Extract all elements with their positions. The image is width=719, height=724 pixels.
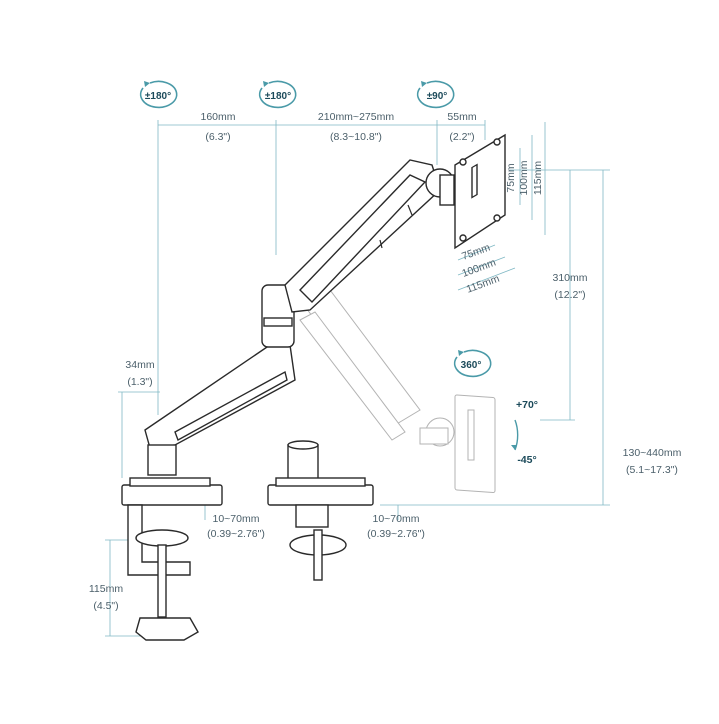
right-dimension-lines [380,169,610,506]
clamp-thickness-dim: 10~70mm [213,513,260,525]
vesa-vertical-115: 115mm [532,161,544,195]
vesa-vertical-75: 75mm [505,163,517,192]
tilt-up-label: +70° [516,399,538,411]
thickness-dimension-lines [204,505,399,520]
grommet-thickness-dim: 10~70mm [373,513,420,525]
head-swivel-badge: ±90° [416,80,455,109]
desk-clamp [121,444,223,641]
base-swivel-badge: ±180° [139,80,178,109]
total-height-dim: 130~440mm [623,447,682,459]
vertical-travel-dim-in: (12.2") [554,289,585,301]
vesa-rotation-label: 360° [461,360,482,371]
upper-arm-dim-in: (8.3~10.8") [330,131,382,143]
left-dimension-lines [105,391,160,637]
tilt-indicator [511,419,519,451]
pole-height-dim-in: (1.3") [127,376,152,388]
lower-arm-dim-in: (6.3") [205,131,230,143]
tilt-down-label: -45° [517,454,536,466]
vesa-vertical-100: 100mm [518,160,530,195]
base-swivel-label: ±180° [145,91,171,102]
elbow-swivel-label: ±180° [265,91,291,102]
grommet-thickness-dim-in: (0.39~2.76") [367,528,425,540]
vesa-dimension-lines [457,122,546,291]
vesa-rotation-badge: 360° [453,349,492,378]
vertical-travel-dim: 310mm [552,272,587,284]
pole-height-dim: 34mm [125,359,154,371]
upper-arm-dim: 210mm~275mm [318,111,394,123]
total-height-dim-in: (5.1~17.3") [626,464,678,476]
lowered-arm-ghost [299,289,496,493]
head-dim: 55mm [447,111,476,123]
monitor-arm [144,159,455,449]
head-swivel-label: ±90° [427,91,448,102]
elbow-swivel-badge: ±180° [258,80,297,109]
clamp-depth-dim: 115mm [89,583,123,595]
top-dimension-lines [157,120,486,415]
clamp-depth-dim-in: (4.5") [93,600,118,612]
vesa-plate [454,133,506,250]
grommet-mount [267,440,374,581]
lower-arm-dim: 160mm [200,111,235,123]
head-dim-in: (2.2") [449,131,474,143]
clamp-thickness-dim-in: (0.39~2.76") [207,528,265,540]
